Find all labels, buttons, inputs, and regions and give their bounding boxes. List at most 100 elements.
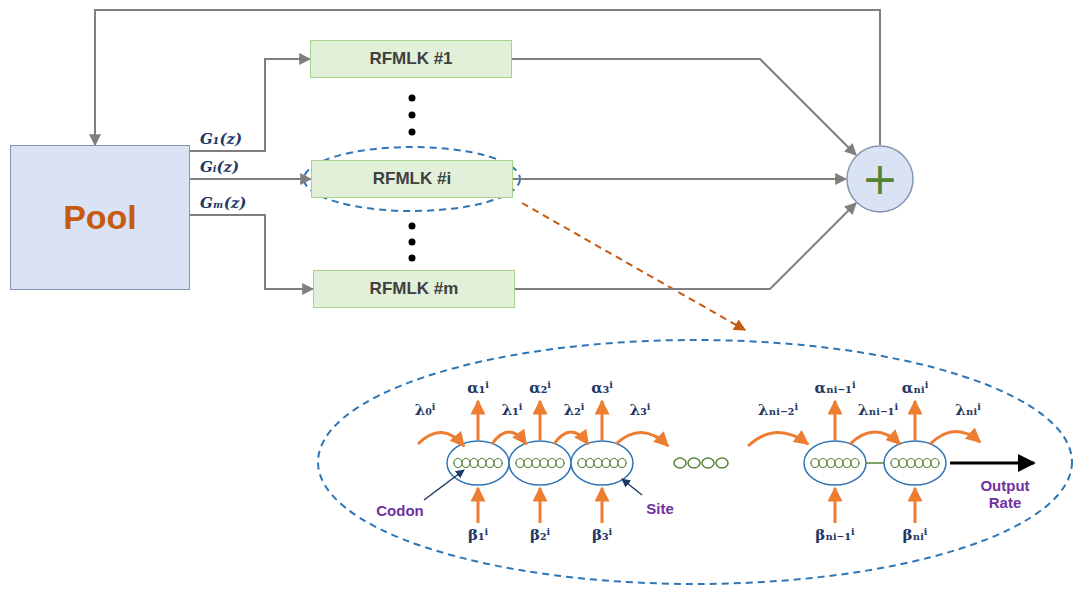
rfmlk-box: RFMLK #m (313, 270, 515, 308)
block-label: RFMLK #m (370, 279, 459, 299)
detach-arrow (914, 401, 917, 440)
summation-circle: + (846, 145, 914, 213)
dot (409, 95, 416, 102)
codon-bead (454, 459, 462, 468)
codon-bead (899, 459, 907, 468)
zoom-arrow (522, 203, 745, 330)
rate-symbol: λ₀ⁱ (415, 401, 436, 419)
rate-symbol: α₁ⁱ (467, 379, 489, 397)
detach-arrow (601, 401, 604, 440)
rate-symbol: λ₃ⁱ (630, 401, 651, 419)
rate-symbol: β₂ⁱ (530, 526, 550, 544)
site (804, 441, 866, 485)
site (509, 441, 571, 485)
rate-arrows (418, 401, 980, 523)
codon-bead (532, 459, 540, 468)
rfmlk-box: RFMLK #1 (310, 40, 512, 78)
codon-bead (618, 459, 626, 468)
rate-symbol: β₁ⁱ (468, 526, 488, 544)
flow-connector (190, 215, 313, 289)
flow-connector (512, 59, 856, 155)
rate-symbol: α₂ⁱ (529, 379, 551, 397)
zoom-ellipse (318, 340, 1072, 584)
rfmlk-box: RFMLK #i (311, 160, 513, 198)
dot (409, 129, 416, 136)
dot (409, 239, 416, 246)
codon-bead (891, 459, 899, 468)
rate-symbol: λₙᵢⁱ (955, 401, 980, 419)
continuation-beads (674, 458, 728, 468)
codon-bead (931, 459, 939, 468)
codon-bead (516, 459, 524, 468)
output-label: Output Rate (976, 477, 1034, 511)
codon-bead (819, 459, 827, 468)
rate-function-label: Gᵢ(z) (198, 158, 241, 176)
initiation-arrow (418, 432, 464, 446)
bead (674, 458, 686, 468)
codon-bead (462, 459, 470, 468)
codon-bead (610, 459, 618, 468)
flow-connector (95, 10, 880, 145)
bead (716, 458, 728, 468)
flow-connector (190, 59, 310, 151)
dot (409, 255, 416, 262)
dot (409, 112, 416, 119)
rate-symbol: α₃ⁱ (591, 379, 613, 397)
hop-arrow (554, 432, 588, 444)
rate-symbol: αₙᵢ₋₁ⁱ (815, 379, 856, 397)
bead (688, 458, 700, 468)
rate-symbol: αₙᵢⁱ (902, 379, 929, 397)
codon-bead (470, 459, 478, 468)
rate-symbol: βₙᵢ₋₁ⁱ (815, 526, 854, 544)
site-circles (447, 441, 946, 485)
codon-leader (424, 470, 464, 500)
rate-function-label: G₁(z) (198, 130, 244, 148)
attach-arrow (601, 488, 604, 523)
site-leader (622, 479, 642, 495)
rate-symbol: λ₂ⁱ (564, 401, 585, 419)
rate-function-label: Gₘ(z) (198, 194, 248, 212)
codon-bead (556, 459, 564, 468)
codon-bead (843, 459, 851, 468)
hop-arrow (492, 432, 526, 444)
codon-bead (586, 459, 594, 468)
flow-connector (513, 178, 846, 180)
block-label: RFMLK #i (373, 169, 451, 189)
hop-arrow (616, 432, 668, 446)
pool-label: Pool (63, 198, 137, 237)
codon-bead (578, 459, 586, 468)
rate-symbol: β₃ⁱ (592, 526, 612, 544)
codon-bead (478, 459, 486, 468)
detach-arrow (477, 401, 480, 440)
codon-bead (827, 459, 835, 468)
part-name: Codon (376, 502, 423, 519)
hop-arrow (850, 432, 900, 444)
attach-arrow (477, 488, 480, 523)
codon-bead (494, 459, 502, 468)
site (571, 441, 633, 485)
plus-sign: + (862, 157, 899, 201)
flow-connector (190, 178, 311, 180)
codon-bead (811, 459, 819, 468)
rate-symbol: βₙᵢⁱ (903, 526, 928, 544)
flow-connector (515, 203, 856, 289)
detach-arrow (834, 401, 837, 440)
hop-arrow (748, 432, 808, 446)
codon-bead (548, 459, 556, 468)
pool-box: Pool (10, 145, 190, 290)
detach-arrow (539, 401, 542, 440)
codon-bead (923, 459, 931, 468)
dot (409, 223, 416, 230)
block-label: RFMLK #1 (369, 49, 452, 69)
site (884, 441, 946, 485)
codon-bead (540, 459, 548, 468)
codon-bead (524, 459, 532, 468)
attach-arrow (834, 488, 837, 523)
codon-bead (915, 459, 923, 468)
part-name: Site (646, 500, 674, 517)
